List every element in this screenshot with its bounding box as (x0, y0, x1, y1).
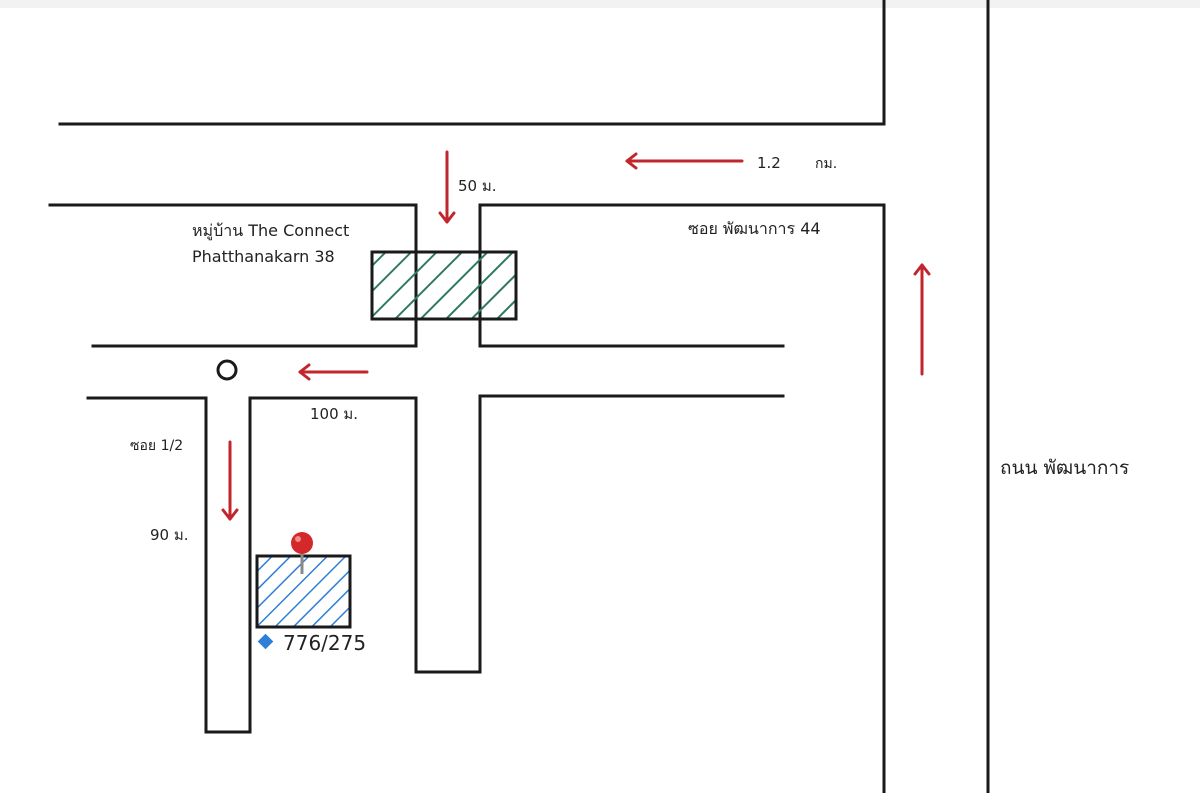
village-name-line1: หมู่บ้าน The Connect (192, 221, 349, 241)
address-label: 776/275 (283, 631, 366, 655)
arrow-down-90m (221, 440, 239, 521)
arrow-left-100m (298, 363, 369, 381)
direction-arrows (221, 150, 931, 521)
village-name-line2: Phatthanakarn 38 (192, 247, 335, 266)
soi-half-label: ซอย 1/2 (130, 438, 183, 454)
main-road-label: ถนน พัฒนาการ (1000, 457, 1129, 479)
distance-1-2km-number: 1.2 (757, 154, 781, 172)
map-pin-icon[interactable] (291, 532, 313, 574)
top-road-edge (58, 0, 886, 126)
diamond-icon (257, 633, 274, 650)
soi-half-left-edge (86, 394, 785, 734)
distance-100m: 100 ม. (310, 405, 358, 423)
soi-44-label: ซอย พัฒนาการ 44 (688, 219, 821, 238)
top-edge (0, 0, 1200, 8)
soi44-block-edge (478, 203, 886, 348)
circle-marker-icon (216, 359, 238, 381)
arrow-down-50m (438, 150, 456, 224)
village-block (370, 250, 518, 321)
distance-90m: 90 ม. (150, 526, 189, 544)
arrow-left-1-2km (625, 152, 744, 170)
distance-1-2km-unit: กม. (815, 156, 837, 172)
road-outlines (48, 0, 990, 793)
distance-50m: 50 ม. (458, 177, 497, 195)
arrow-up-main-road (913, 263, 931, 376)
